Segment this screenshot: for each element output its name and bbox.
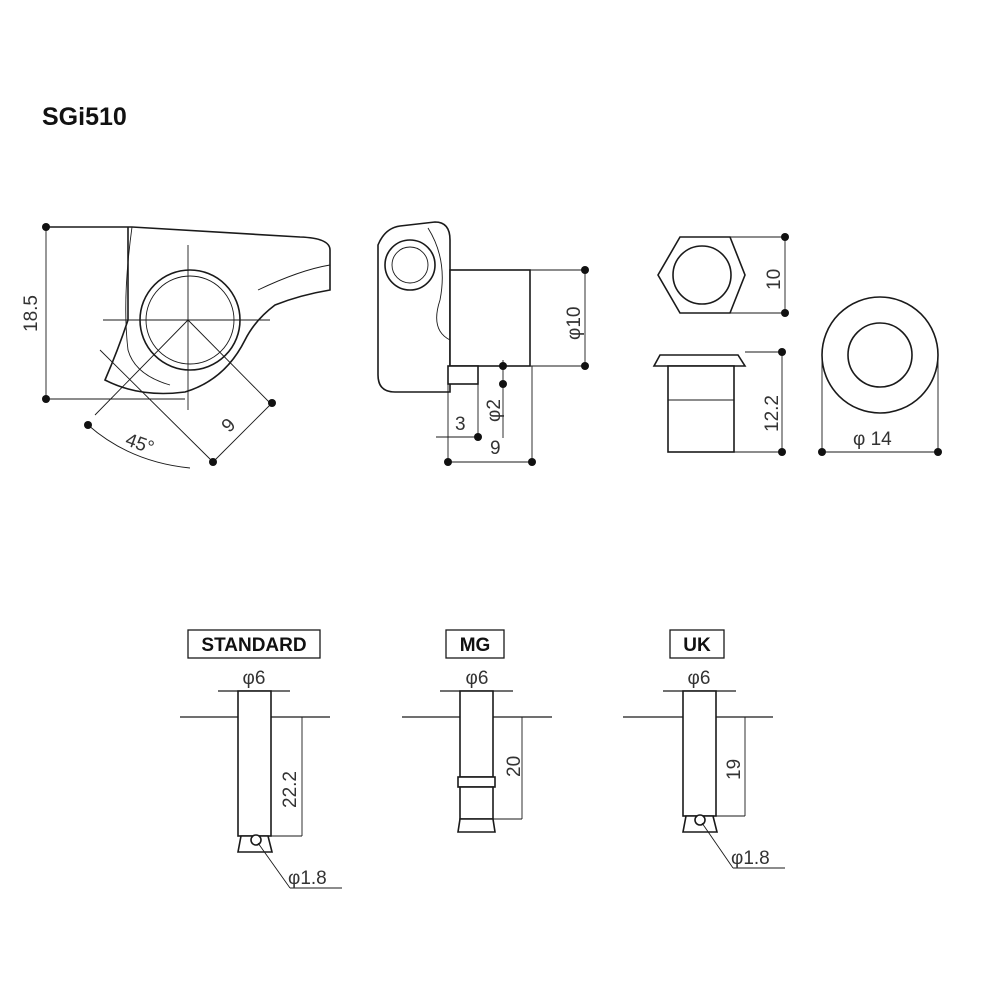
angle-extension [99, 349, 214, 463]
bushing-height-value: 12.2 [762, 395, 783, 432]
length-dim-line [212, 402, 273, 463]
dim-dot [474, 433, 482, 441]
post-body [459, 690, 494, 778]
post-diameter: φ6 [466, 668, 489, 689]
nut-views: 10 12.2 φ 14 [652, 233, 942, 456]
post-diameter: φ6 [243, 668, 266, 689]
post-label-box [669, 629, 725, 659]
dim-dot [781, 233, 789, 241]
dim-dot [934, 448, 942, 456]
dim-dot [209, 458, 217, 466]
length-value: 9 [218, 415, 240, 437]
hole-leader [257, 842, 291, 889]
post-body [682, 690, 717, 817]
post-height: 22.2 [280, 771, 301, 808]
dim-dot [42, 395, 50, 403]
washer-inner [847, 322, 913, 388]
button-ridge [257, 264, 331, 291]
post-label: MG [460, 635, 491, 656]
dim-dot [781, 309, 789, 317]
hole-diameter: φ1.8 [288, 868, 327, 889]
post-diameter: φ6 [688, 668, 711, 689]
post-label: UK [683, 635, 711, 656]
post-height: 20 [504, 756, 525, 777]
pin [447, 365, 479, 385]
dim-dot [42, 223, 50, 231]
dim-dot [778, 348, 786, 356]
dim-dot [499, 380, 507, 388]
angle-arc [87, 424, 191, 469]
dim-a-value: 3 [455, 414, 466, 435]
gear-hole-inner [391, 246, 429, 284]
post-body [237, 690, 272, 837]
post-label: STANDARD [201, 635, 306, 656]
dim-dot [268, 399, 276, 407]
model-title: SGi510 [42, 103, 127, 131]
post-label-box [187, 629, 321, 659]
dim-dot [84, 421, 92, 429]
string-hole [250, 834, 262, 846]
washer-diameter-value: φ 14 [853, 429, 892, 450]
bushing-body [667, 365, 735, 453]
post-lower [459, 786, 494, 820]
hex-height-value: 10 [764, 269, 785, 290]
shaft-diameter-value: φ10 [564, 307, 585, 340]
hole-diameter: φ1.8 [731, 848, 770, 869]
side-view: 45° 9 18.5 [21, 223, 331, 469]
dim-dot [444, 458, 452, 466]
post-standard: STANDARD φ6 22.2 φ1.8 [180, 629, 342, 889]
bushing-flange [652, 354, 747, 367]
height-value: 18.5 [21, 295, 42, 332]
post-collar [457, 776, 496, 788]
angle-line-right [187, 319, 273, 406]
angle-value: 45° [122, 430, 156, 460]
post-height: 19 [724, 759, 745, 780]
gear-hole-outer [384, 239, 436, 291]
dim-dot [581, 362, 589, 370]
post-mg: MG φ6 20 [402, 629, 552, 833]
housing-contour [427, 227, 451, 341]
string-hole [694, 814, 706, 826]
hex-nut-hole [672, 245, 732, 305]
dim-b-value: 9 [490, 438, 501, 459]
pin-diameter-value: φ2 [484, 399, 505, 422]
post-tip [457, 818, 496, 833]
front-view: φ10 φ2 3 9 [377, 221, 589, 466]
dim-dot [818, 448, 826, 456]
dim-dot [499, 362, 507, 370]
post-label-box [445, 629, 505, 659]
dim-dot [528, 458, 536, 466]
shaft-body [449, 269, 531, 367]
post-uk: UK φ6 19 φ1.8 [623, 629, 785, 869]
hole-leader [701, 822, 734, 869]
dim-dot [778, 448, 786, 456]
button-inner-edge [125, 226, 171, 386]
dim-dot [581, 266, 589, 274]
